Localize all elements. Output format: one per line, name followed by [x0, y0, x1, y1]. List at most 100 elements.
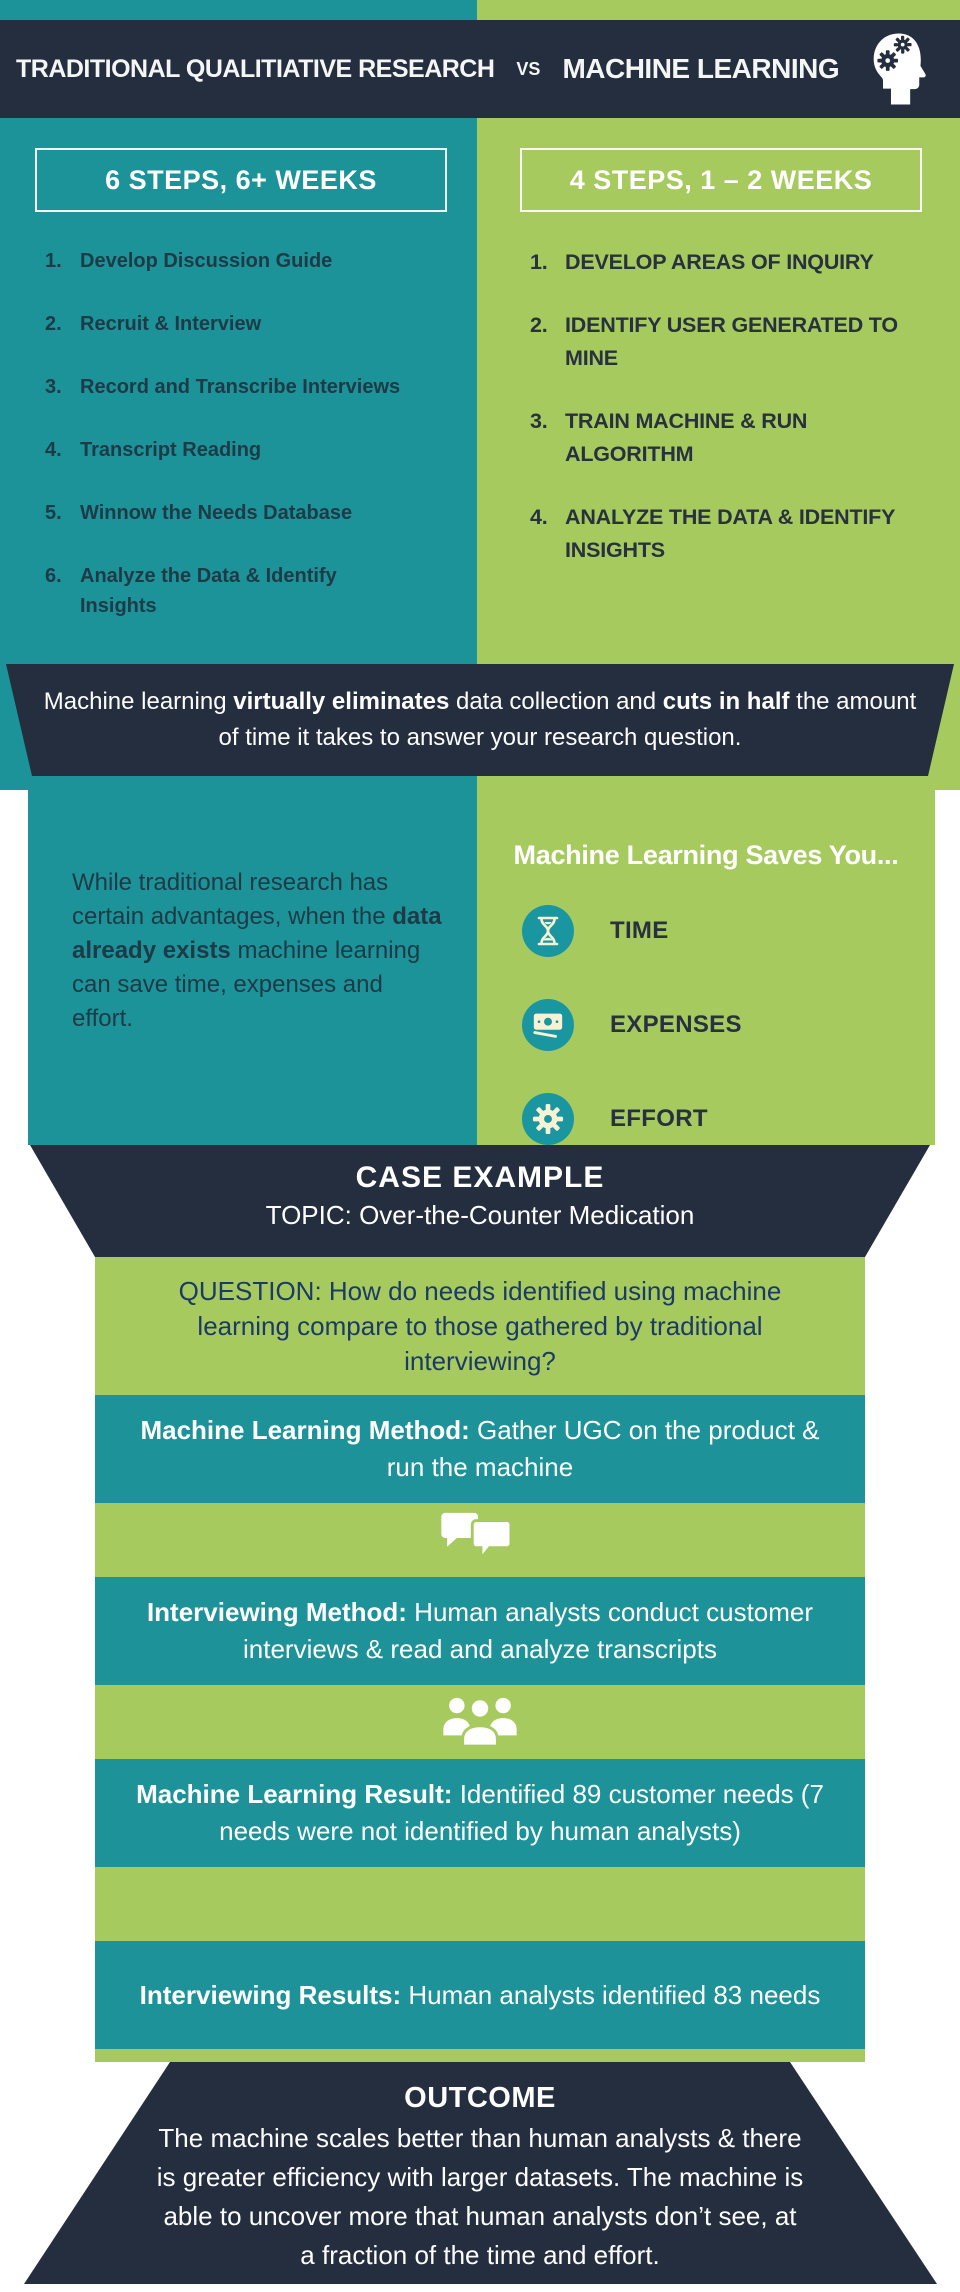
step-text: Winnow the Needs Database — [80, 502, 353, 524]
band-body: Gather UGC on the product & run the mach… — [386, 1415, 820, 1482]
save-label-effort: EFFORT — [610, 1105, 708, 1132]
list-item: 1. DEVELOP AREAS OF INQUIRY — [477, 246, 960, 279]
interviewing-results-band: Interviewing Results: Human analysts ide… — [95, 1941, 865, 2049]
interviewing-method-text: Interviewing Method: Human analysts cond… — [130, 1594, 830, 1668]
case-body: QUESTION: How do needs identified using … — [95, 1257, 865, 2062]
step-number: 2. — [530, 313, 548, 337]
list-item: 6.Analyze the Data & Identify Insights — [0, 561, 477, 621]
list-item: 4. Transcript Reading — [0, 435, 477, 465]
traditional-note-panel: While traditional research has certain a… — [28, 790, 477, 1145]
banner-text-pre: Machine learning — [43, 688, 234, 715]
outcome-title: OUTCOME — [404, 2082, 556, 2114]
outcome-section: OUTCOME The machine scales better than h… — [0, 2062, 960, 2292]
interviewing-method-band: Interviewing Method: Human analysts cond… — [95, 1577, 865, 1685]
step-number: 3. — [45, 376, 62, 398]
banner-text-bold1: virtually eliminates — [233, 688, 450, 715]
header-bar: TRADITIONAL QUALITIATIVE RESEARCH VS MAC… — [0, 20, 960, 118]
save-row-effort: EFFORT — [522, 1093, 935, 1145]
save-row-time: TIME — [522, 905, 935, 957]
people-icon — [440, 1693, 520, 1752]
step-text: TRAIN MACHINE & RUN ALGORITHM — [565, 409, 808, 466]
top-strip-teal — [0, 0, 477, 20]
ml-steps-box-title: 4 STEPS, 1 – 2 WEEKS — [520, 148, 922, 212]
vs-label: VS — [516, 58, 541, 79]
head-gears-icon — [869, 30, 927, 108]
header-right-title: MACHINE LEARNING — [562, 53, 840, 84]
machine-learning-column: 4 STEPS, 1 – 2 WEEKS 1. DEVELOP AREAS OF … — [477, 118, 960, 655]
comparison-columns: 6 STEPS, 6+ WEEKS 1. Develop Discussion G… — [0, 118, 960, 655]
band-body: Human analysts conduct customer intervie… — [242, 1597, 814, 1664]
step-number: 4. — [530, 505, 548, 529]
band-body: Identified 89 customer needs (7 needs we… — [219, 1779, 824, 1846]
chat-icon — [438, 1509, 522, 1572]
top-color-strip — [0, 0, 960, 20]
ml-method-band: Machine Learning Method: Gather UGC on t… — [95, 1395, 865, 1503]
list-item: 3. TRAIN MACHINE & RUN ALGORITHM — [477, 405, 960, 471]
green-tail — [95, 2049, 865, 2062]
step-text: Recruit & Interview — [80, 313, 262, 335]
case-example-topic: TOPIC: Over-the-Counter Medication — [265, 1200, 695, 1230]
money-icon — [522, 999, 574, 1051]
ml-saves-list: TIME EXPENSES — [522, 905, 935, 1145]
case-example-title: CASE EXAMPLE — [355, 1161, 605, 1194]
band-label: Machine Learning Result: — [136, 1779, 453, 1809]
summary-banner-section: Machine learning virtually eliminates da… — [0, 655, 960, 790]
ml-steps-list: 1. DEVELOP AREAS OF INQUIRY 2. IDENTIFY US… — [477, 246, 960, 567]
step-number: 4. — [45, 439, 62, 461]
traditional-column: 6 STEPS, 6+ WEEKS 1. Develop Discussion G… — [0, 118, 477, 655]
hourglass-icon — [522, 905, 574, 957]
top-strip-green — [477, 0, 960, 20]
step-text: Record and Transcribe Interviews — [80, 376, 401, 398]
ml-saves-title: Machine Learning Saves You... — [513, 840, 899, 870]
question-text: QUESTION: How do needs identified using … — [178, 1275, 782, 1376]
people-icon-block — [95, 1685, 865, 1759]
step-text: IDENTIFY USER GENERATED TO MINE — [565, 313, 898, 370]
band-label: Interviewing Results: — [139, 1979, 402, 2010]
step-text: Transcript Reading — [80, 439, 262, 461]
ml-result-band: Machine Learning Result: Identified 89 c… — [95, 1759, 865, 1867]
list-item: 4. ANALYZE THE DATA & IDENTIFY INSIGHTS — [477, 501, 960, 567]
step-number: 3. — [530, 409, 548, 433]
step-text: ANALYZE THE DATA & IDENTIFY INSIGHTS — [565, 505, 895, 562]
summary-banner-text: Machine learning virtually eliminates da… — [38, 684, 922, 756]
summary-banner: Machine learning virtually eliminates da… — [6, 664, 954, 776]
band-label: Interviewing Method: — [146, 1597, 407, 1627]
banner-text-mid: data collection and — [449, 688, 663, 715]
ml-saves-panel: Machine Learning Saves You... — [477, 790, 935, 1145]
step-text: Develop Discussion Guide — [80, 250, 333, 272]
traditional-steps-box-title: 6 STEPS, 6+ WEEKS — [35, 148, 447, 212]
save-label-expenses: EXPENSES — [610, 1011, 742, 1038]
case-example-banner: CASE EXAMPLE TOPIC: Over-the-Counter Med… — [30, 1145, 930, 1257]
header-left-title: TRADITIONAL QUALITIATIVE RESEARCH — [16, 54, 495, 83]
step-number: 5. — [45, 502, 62, 524]
step-number: 2. — [45, 313, 62, 335]
list-item: 3. Record and Transcribe Interviews — [0, 372, 477, 402]
step-text: DEVELOP AREAS OF INQUIRY — [565, 250, 874, 274]
list-item: 1. Develop Discussion Guide — [0, 246, 477, 276]
band-label: Machine Learning Method: — [140, 1415, 470, 1445]
step-number: 6. — [45, 565, 62, 587]
list-item: 2. IDENTIFY USER GENERATED TO MINE — [477, 309, 960, 375]
list-item: 2. Recruit & Interview — [0, 309, 477, 339]
paragraph-pre: While traditional research has certain a… — [72, 869, 393, 930]
banner-text-bold2: cuts in half — [662, 688, 790, 715]
savings-section: While traditional research has certain a… — [0, 790, 960, 1145]
banner-text-post: the amount of time it takes to answer yo… — [218, 688, 917, 751]
traditional-steps-list: 1. Develop Discussion Guide 2. Recruit & I… — [0, 246, 477, 621]
band-body: Human analysts identified 83 needs — [401, 1979, 821, 2010]
step-number: 1. — [45, 250, 62, 272]
gear-icon — [522, 1093, 574, 1145]
traditional-paragraph: While traditional research has certain a… — [72, 866, 447, 1036]
save-row-expenses: EXPENSES — [522, 999, 935, 1051]
paragraph-bold: data already exists — [72, 903, 442, 964]
list-item: 5. Winnow the Needs Database — [0, 498, 477, 528]
question-block: QUESTION: How do needs identified using … — [95, 1257, 865, 1395]
case-example-section: CASE EXAMPLE TOPIC: Over-the-Counter Med… — [0, 1145, 960, 1257]
ml-result-text: Machine Learning Result: Identified 89 c… — [130, 1776, 830, 1850]
ml-method-text: Machine Learning Method: Gather UGC on t… — [130, 1412, 830, 1486]
save-label-time: TIME — [610, 917, 669, 944]
paragraph-post: machine learning can save time, expenses… — [72, 937, 421, 1032]
interviewing-results-text: Interviewing Results: Human analysts ide… — [130, 1977, 830, 2014]
step-number: 1. — [530, 250, 548, 274]
